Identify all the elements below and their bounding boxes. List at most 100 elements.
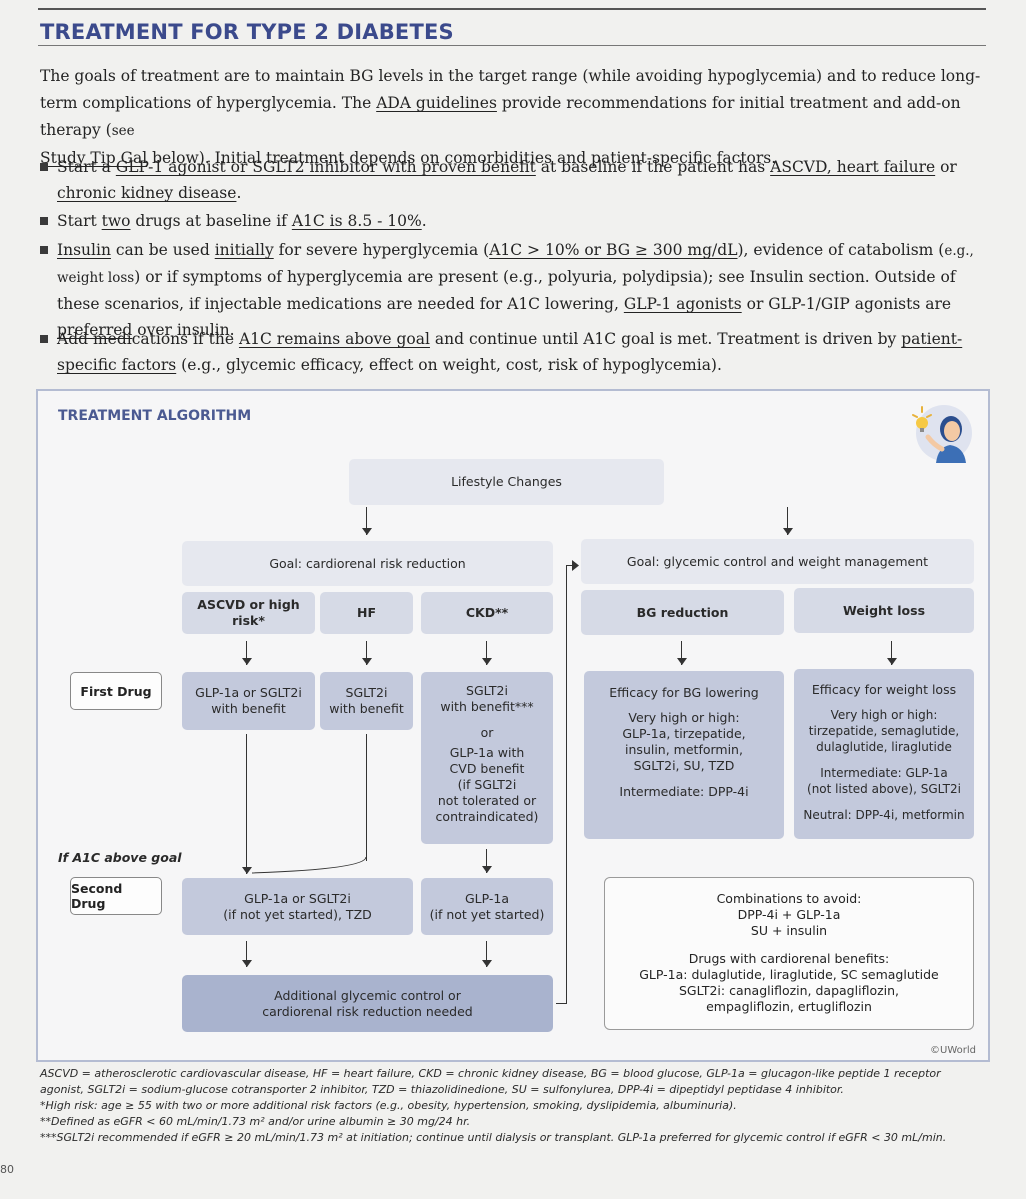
bullet-text-small: e.g., weight loss (57, 243, 974, 286)
arrow-icon (782, 507, 794, 535)
category-hf-label: HF (356, 605, 376, 620)
second-drug-tag: Second Drug (70, 877, 162, 915)
bullet-item: Start two drugs at baseline if A1C is 8.… (40, 208, 990, 234)
bg-efficacy-line: SGLT2i, SU, TZD (633, 758, 735, 773)
study-tip-gal-link[interactable]: Study Tip Gal (40, 149, 148, 167)
additional-line: cardiorenal risk reduction needed (262, 1003, 473, 1019)
goal-glycemic-label: Goal: glycemic control and weight manage… (626, 553, 929, 569)
avoid-head: Combinations to avoid: (716, 891, 862, 906)
first-drug-ckd: SGLT2i with benefit*** or GLP-1a with CV… (421, 672, 553, 844)
loop-line (556, 1003, 567, 1004)
if-a1c-label: If A1C above goal (58, 850, 182, 865)
goal-cardiorenal-node: Goal: cardiorenal risk reduction (182, 541, 553, 586)
intro-text-3: below). Initial treatment depends on com… (147, 149, 777, 167)
bullet-text: (e.g., glycemic efficacy, effect on weig… (176, 356, 722, 374)
bullet-text: or GLP-1/GIP agonists are (741, 295, 952, 313)
additional-line: Additional glycemic control or (274, 987, 461, 1003)
bullet-text: Add medications if the (57, 330, 239, 348)
first-ckd-line: not tolerated or (437, 793, 537, 808)
intro-text-1: The goals of treatment are to maintain B… (40, 67, 981, 112)
bg-efficacy-box: Efficacy for BG lowering Very high or hi… (584, 671, 784, 839)
first-ckd-line: with benefit*** (440, 699, 534, 714)
bullet-square-icon (40, 163, 48, 171)
arrow-icon (361, 507, 373, 535)
second-ckd-line: (if not yet started) (429, 906, 545, 922)
bullet-item: Start a GLP-1 agonist or SGLT2 inhibitor… (40, 154, 990, 206)
title-rule (38, 45, 986, 46)
bg-efficacy-line: Very high or high: (628, 710, 740, 725)
lifestyle-label: Lifestyle Changes (451, 474, 562, 489)
loop-line (566, 565, 567, 1004)
first-drug-ascvd: GLP-1a or SGLT2i with benefit (182, 672, 315, 730)
goal-cardiorenal-label: Goal: cardiorenal risk reduction (269, 555, 466, 571)
bullet-text-underlined: A1C is 8.5 - 10% (291, 212, 422, 230)
bullet-text-underlined: GLP-1 agonists (623, 295, 742, 313)
second-drug-ckd: GLP-1a (if not yet started) (421, 878, 553, 935)
bg-efficacy-line: GLP-1a, tirzepatide, (622, 726, 746, 741)
page-number: 80 (0, 1163, 14, 1176)
second-left-line: (if not yet started), TZD (223, 906, 372, 922)
bg-efficacy-head: Efficacy for BG lowering (609, 685, 759, 700)
footnote: **Defined as eGFR < 60 mL/min/1.73 m² an… (40, 1115, 471, 1128)
ada-guidelines-link[interactable]: ADA guidelines (376, 94, 497, 112)
category-ckd: CKD** (421, 592, 553, 634)
arrow-icon (676, 641, 688, 665)
second-ckd-line: GLP-1a (464, 890, 510, 906)
bullet-text: ) or if symptoms of hyperglycemia are pr… (57, 268, 956, 313)
arrow-icon (361, 641, 373, 665)
footnotes: ASCVD = atherosclerotic cardiovascular d… (40, 1066, 988, 1146)
bullet-text-underlined: chronic kidney disease (57, 184, 237, 202)
intro-paragraph: The goals of treatment are to maintain B… (40, 63, 990, 172)
bullet-text: can be used (110, 241, 215, 259)
first-drug-label: First Drug (80, 683, 152, 699)
bullet-text-underlined: Insulin (57, 241, 111, 259)
bullet-text: drugs at baseline if (130, 212, 292, 230)
arrow-icon (241, 641, 253, 665)
first-ckd-line: GLP-1a with (449, 745, 525, 760)
first-ckd-line: (if SGLT2i (457, 777, 517, 792)
bullet-text: Start (57, 212, 102, 230)
first-ckd-line: SGLT2i (466, 683, 508, 698)
bullet-text-underlined: ASCVD, heart failure (770, 158, 936, 176)
goal-glycemic-node: Goal: glycemic control and weight manage… (581, 539, 974, 584)
arrow-icon (241, 734, 253, 874)
footnote: ***SGLT2i recommended if eGFR ≥ 20 mL/mi… (40, 1131, 947, 1144)
cardio-line: GLP-1a: dulaglutide, liraglutide, SC sem… (639, 967, 939, 982)
top-rule (38, 8, 986, 10)
category-ckd-label: CKD** (465, 605, 509, 620)
arrow-icon (886, 641, 898, 665)
weight-efficacy-line: dulaglutide, liraglutide (816, 740, 952, 754)
weight-efficacy-line: tirzepatide, semaglutide, (808, 724, 960, 738)
second-drug-label: Second Drug (71, 881, 123, 911)
bullet-text: ), evidence of catabolism ( (737, 241, 945, 259)
arrow-icon (241, 941, 253, 967)
second-drug-left: GLP-1a or SGLT2i (if not yet started), T… (182, 878, 413, 935)
bullet-text-underlined: patient-specific factors (57, 330, 963, 374)
weight-efficacy-intermediate: (not listed above), SGLT2i (807, 782, 961, 796)
second-left-line: GLP-1a or SGLT2i (244, 890, 351, 906)
weight-efficacy-intermediate: Intermediate: GLP-1a (820, 766, 948, 780)
bullet-text: and continue until A1C goal is met. Trea… (429, 330, 902, 348)
weight-efficacy-line: Very high or high: (830, 708, 938, 722)
first-hf-line: SGLT2i (345, 685, 388, 700)
first-ascvd-line: with benefit (211, 701, 286, 716)
cardio-line: SGLT2i: canagliflozin, dapagliflozin, (678, 983, 900, 998)
footnote: ASCVD = atherosclerotic cardiovascular d… (40, 1067, 941, 1096)
combinations-box: Combinations to avoid: DPP-4i + GLP-1a S… (604, 877, 974, 1030)
category-ascvd: ASCVD or high risk* (182, 592, 315, 634)
first-drug-hf: SGLT2i with benefit (320, 672, 413, 730)
bg-efficacy-intermediate: Intermediate: DPP-4i (619, 784, 749, 799)
avoid-line: SU + insulin (750, 923, 828, 938)
loop-line (566, 565, 575, 566)
bullet-item: Add medications if the A1C remains above… (40, 326, 990, 378)
bg-efficacy-line: insulin, metformin, (625, 742, 743, 757)
category-weight-loss: Weight loss (794, 588, 974, 633)
bullet-text-underlined: two (101, 212, 131, 230)
category-bg-reduction: BG reduction (581, 590, 784, 635)
category-hf: HF (320, 592, 413, 634)
first-drug-tag: First Drug (70, 672, 162, 710)
weight-efficacy-box: Efficacy for weight loss Very high or hi… (794, 669, 974, 839)
loop-arrowhead-icon (572, 560, 579, 571)
page-title: TREATMENT FOR TYPE 2 DIABETES (40, 20, 454, 44)
first-ckd-line: contraindicated) (435, 809, 539, 824)
